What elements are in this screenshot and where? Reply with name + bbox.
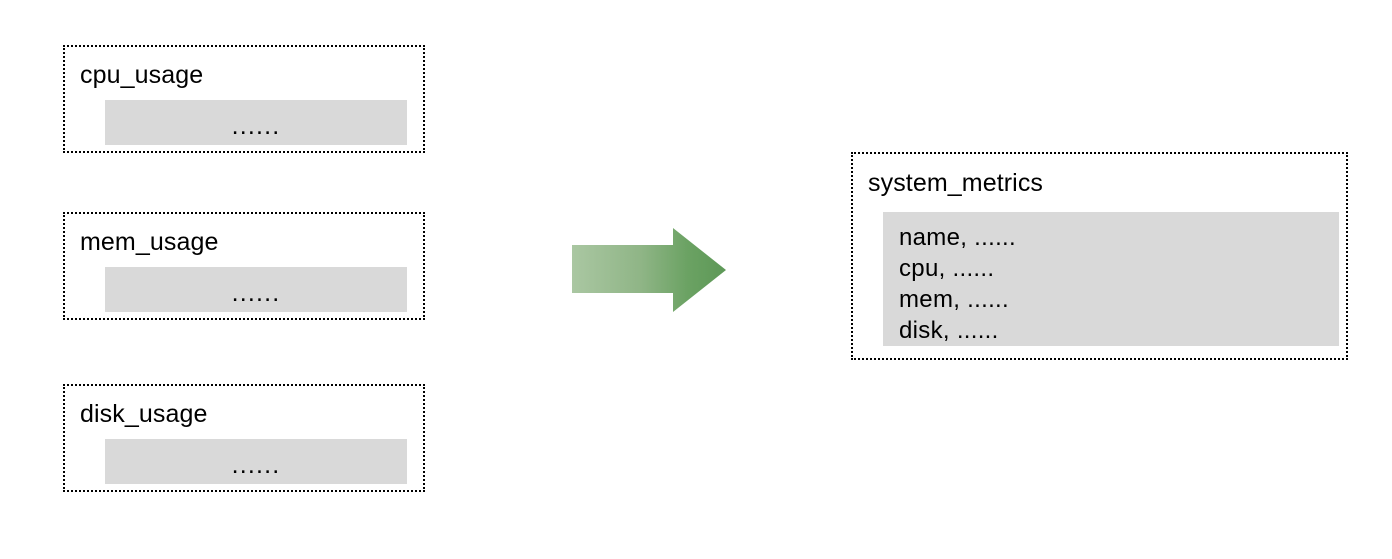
source-panel-ellipsis-disk-usage: ...... — [105, 453, 407, 478]
ellipsis-text: ...... — [231, 451, 281, 479]
source-title-mem-usage: mem_usage — [80, 228, 219, 256]
source-panel-mem-usage: ...... — [105, 267, 407, 312]
source-title-cpu-usage: cpu_usage — [80, 61, 204, 89]
source-box-disk-usage[interactable]: disk_usage ...... — [63, 384, 425, 492]
target-box-system-metrics[interactable]: system_metrics name, ...... cpu, ...... … — [851, 152, 1348, 360]
source-title-disk-usage: disk_usage — [80, 400, 208, 428]
target-row-cpu: cpu, ...... — [899, 255, 995, 282]
source-panel-cpu-usage: ...... — [105, 100, 407, 145]
ellipsis-text: ...... — [231, 279, 281, 307]
source-box-cpu-usage[interactable]: cpu_usage ...... — [63, 45, 425, 153]
right-block-arrow-icon — [572, 228, 726, 312]
source-panel-disk-usage: ...... — [105, 439, 407, 484]
target-row-mem: mem, ...... — [899, 286, 1009, 313]
source-box-mem-usage[interactable]: mem_usage ...... — [63, 212, 425, 320]
target-row-disk: disk, ...... — [899, 317, 999, 344]
target-panel-system-metrics: name, ...... cpu, ...... mem, ...... dis… — [883, 212, 1339, 346]
target-title-system-metrics: system_metrics — [868, 169, 1044, 197]
ellipsis-text: ...... — [231, 112, 281, 140]
target-row-name: name, ...... — [899, 224, 1016, 251]
source-panel-ellipsis-cpu-usage: ...... — [105, 114, 407, 139]
source-panel-ellipsis-mem-usage: ...... — [105, 281, 407, 306]
